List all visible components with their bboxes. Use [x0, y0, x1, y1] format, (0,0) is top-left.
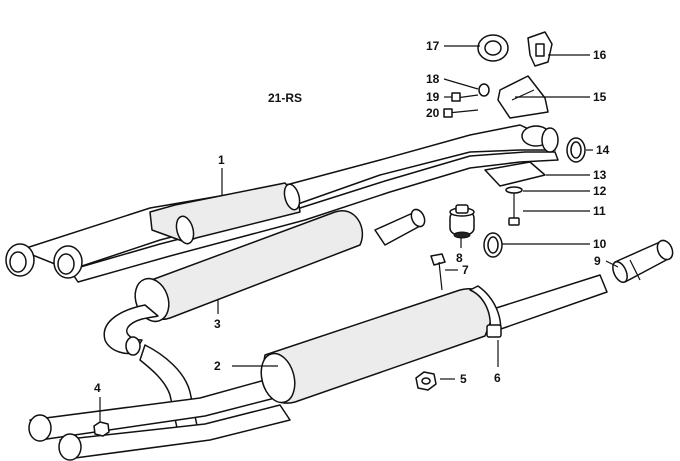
callout-6: 6: [494, 371, 501, 385]
callout-1: 1: [218, 153, 225, 167]
part-14-ring: [566, 137, 586, 163]
part-7-bolt: [430, 253, 446, 291]
callout-20: 20: [426, 106, 440, 120]
part-6-clamp: [469, 285, 502, 338]
part-17-rubber-bushing: [477, 34, 509, 62]
callout-3: 3: [214, 317, 221, 331]
callout-labels: 1 2 3 4 5 6 7 8 9 10 11 12 13 14 15 16 1…: [94, 39, 610, 395]
callout-16: 16: [593, 48, 607, 62]
part-8-rubber-mount: [449, 204, 475, 239]
callout-5: 5: [460, 372, 467, 386]
callout-8: 8: [456, 251, 463, 265]
part-16-hanger-clip: [527, 31, 553, 67]
part-5-nut: [415, 371, 437, 391]
callout-17: 17: [426, 39, 440, 53]
callout-14: 14: [596, 143, 610, 157]
callout-4: 4: [94, 381, 101, 395]
diagram-code: 21-RS: [268, 91, 302, 105]
leader-lines: [99, 45, 619, 422]
part-18-washer: [478, 83, 490, 97]
callout-11: 11: [593, 204, 606, 218]
part-2-rear-silencer: [28, 274, 608, 461]
callout-18: 18: [426, 72, 440, 86]
part-12-washer: [505, 186, 523, 194]
part-1-front-pipe-muffler: [5, 124, 559, 283]
part-10-ring-gasket: [483, 232, 503, 258]
part-13-lower-bracket: [484, 161, 546, 187]
callout-15: 15: [593, 90, 607, 104]
part-19-screw: [451, 92, 479, 102]
part-4-flange-nut: [93, 421, 110, 437]
callout-13: 13: [593, 168, 607, 182]
callout-7: 7: [462, 263, 469, 277]
part-11-bolt: [508, 193, 520, 226]
part-20-screw: [443, 108, 479, 118]
callout-9: 9: [594, 254, 601, 268]
part-9-tail-pipe: [612, 239, 674, 284]
callout-2: 2: [214, 359, 221, 373]
part-3-middle-muffler: [103, 208, 426, 356]
callout-10: 10: [593, 237, 607, 251]
callout-12: 12: [593, 184, 607, 198]
callout-19: 19: [426, 90, 440, 104]
